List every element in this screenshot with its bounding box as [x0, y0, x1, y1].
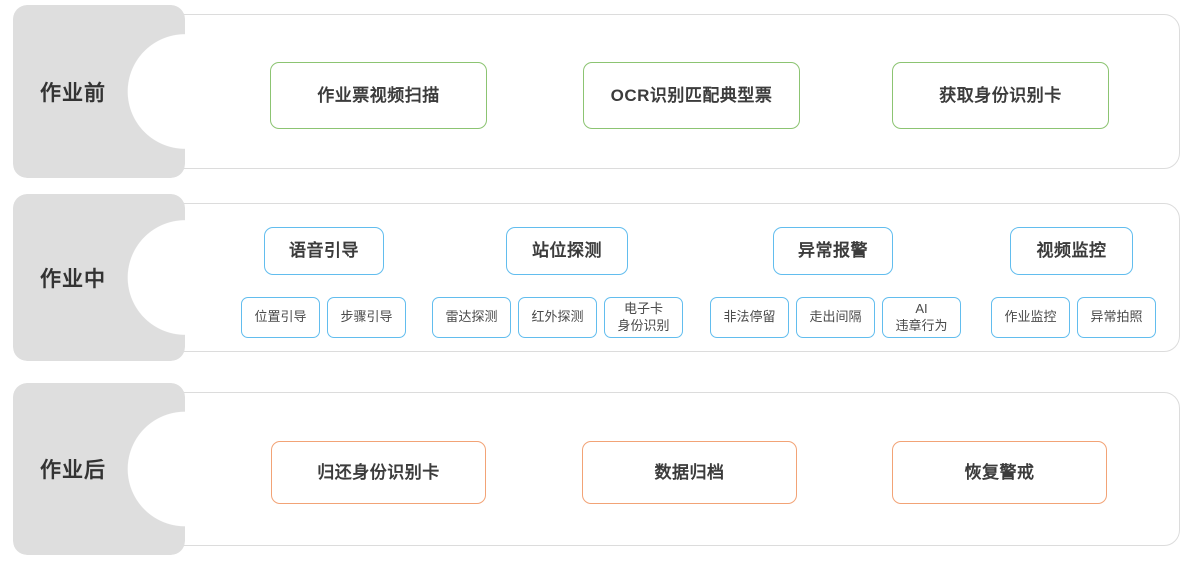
node-work-monitoring[interactable]: 作业监控 [991, 297, 1070, 338]
node-label: 异常报警 [798, 241, 868, 261]
node-return-id-card[interactable]: 归还身份识别卡 [271, 441, 486, 504]
node-label: 作业票视频扫描 [317, 85, 440, 105]
node-infrared-detection[interactable]: 红外探测 [518, 297, 597, 338]
node-label: 异常拍照 [1090, 309, 1143, 325]
node-leave-interval[interactable]: 走出间隔 [796, 297, 875, 338]
node-location-guidance[interactable]: 位置引导 [241, 297, 320, 338]
node-label: 恢复警戒 [964, 462, 1035, 482]
stage-tab-label-after: 作业后 [40, 459, 106, 482]
node-label: 站位探测 [532, 241, 602, 261]
node-ai-violation[interactable]: AI 违章行为 [882, 297, 961, 338]
node-label: 走出间隔 [809, 309, 862, 325]
node-ecard-identity[interactable]: 电子卡 身份识别 [604, 297, 683, 338]
node-label: 归还身份识别卡 [317, 462, 440, 482]
node-label: 电子卡 身份识别 [617, 301, 670, 333]
stage-tab-after: 作业后 [13, 383, 185, 555]
stage-tab-label-during: 作业中 [40, 267, 106, 291]
node-label: 步骤引导 [340, 309, 393, 325]
node-video-scan[interactable]: 作业票视频扫描 [270, 62, 487, 129]
node-restore-alert[interactable]: 恢复警戒 [892, 441, 1107, 504]
node-radar-detection[interactable]: 雷达探测 [432, 297, 511, 338]
stage-tab-before: 作业前 [13, 5, 185, 178]
node-abnormal-photo[interactable]: 异常拍照 [1077, 297, 1156, 338]
node-position-detection[interactable]: 站位探测 [506, 227, 628, 275]
node-label: 位置引导 [254, 309, 307, 325]
node-label: 红外探测 [531, 309, 584, 325]
node-abnormal-alarm[interactable]: 异常报警 [773, 227, 893, 275]
stage-row-during: 作业中 语音引导 站位探测 异常报警 视频监控 位置引导 步骤引导 雷达探测 红… [0, 194, 1200, 361]
node-step-guidance[interactable]: 步骤引导 [327, 297, 406, 338]
node-illegal-stay[interactable]: 非法停留 [710, 297, 789, 338]
node-label: AI 违章行为 [895, 301, 948, 333]
node-ocr-match[interactable]: OCR识别匹配典型票 [583, 62, 800, 129]
node-voice-guidance[interactable]: 语音引导 [264, 227, 384, 275]
node-label: 雷达探测 [445, 309, 498, 325]
node-video-monitoring[interactable]: 视频监控 [1010, 227, 1133, 275]
node-label: 非法停留 [723, 309, 776, 325]
node-label: 视频监控 [1036, 241, 1107, 261]
node-label: 获取身份识别卡 [939, 85, 1062, 105]
stage-row-after: 作业后 归还身份识别卡 数据归档 恢复警戒 [0, 383, 1200, 555]
node-label: 作业监控 [1004, 309, 1057, 325]
node-label: 数据归档 [654, 462, 725, 482]
node-label: 语音引导 [289, 241, 359, 261]
stage-row-before: 作业前 作业票视频扫描 OCR识别匹配典型票 获取身份识别卡 [0, 5, 1200, 178]
node-get-id-card[interactable]: 获取身份识别卡 [892, 62, 1109, 129]
stage-tab-during: 作业中 [13, 194, 185, 361]
node-data-archive[interactable]: 数据归档 [582, 441, 797, 504]
stage-tab-label-before: 作业前 [40, 81, 106, 105]
node-label: OCR识别匹配典型票 [610, 85, 773, 105]
